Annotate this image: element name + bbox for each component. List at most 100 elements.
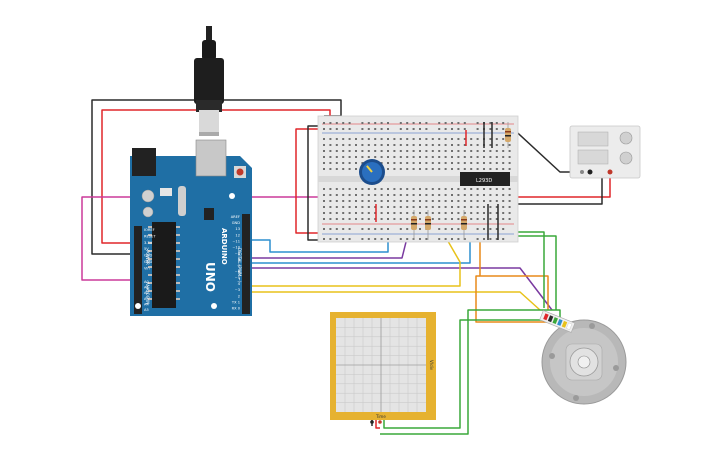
breadboard-hole[interactable] — [399, 122, 402, 124]
breadboard-hole[interactable] — [419, 228, 421, 230]
breadboard-hole[interactable] — [380, 218, 383, 220]
breadboard-hole[interactable] — [431, 156, 434, 158]
supply-knob-current[interactable] — [619, 151, 633, 165]
breadboard-hole[interactable] — [495, 122, 498, 124]
breadboard-hole[interactable] — [399, 156, 402, 158]
breadboard-hole[interactable] — [483, 228, 485, 230]
breadboard-hole[interactable] — [335, 228, 338, 230]
breadboard-hole[interactable] — [348, 188, 351, 190]
breadboard-hole[interactable] — [457, 218, 460, 220]
breadboard-hole[interactable] — [412, 206, 415, 208]
breadboard-hole[interactable] — [438, 218, 441, 220]
breadboard-hole[interactable] — [399, 218, 402, 220]
breadboard-hole[interactable] — [508, 194, 511, 196]
breadboard-hole[interactable] — [329, 168, 332, 170]
breadboard-hole[interactable] — [419, 194, 421, 196]
breadboard-hole[interactable] — [470, 188, 473, 190]
breadboard-hole[interactable] — [342, 156, 345, 158]
breadboard-hole[interactable] — [387, 156, 389, 158]
breadboard-hole[interactable] — [335, 128, 338, 130]
wire-red-bb[interactable] — [295, 128, 324, 234]
breadboard-hole[interactable] — [463, 162, 466, 164]
breadboard-hole[interactable] — [380, 212, 383, 214]
breadboard-hole[interactable] — [323, 218, 325, 220]
breadboard-hole[interactable] — [374, 206, 377, 208]
breadboard-hole[interactable] — [323, 212, 325, 214]
breadboard-hole[interactable] — [393, 150, 396, 152]
breadboard-hole[interactable] — [489, 200, 492, 202]
breadboard-hole[interactable] — [425, 138, 428, 140]
breadboard-hole[interactable] — [508, 156, 511, 158]
breadboard-hole[interactable] — [380, 200, 383, 202]
breadboard-hole[interactable] — [419, 150, 421, 152]
breadboard-hole[interactable] — [406, 138, 409, 140]
breadboard-hole[interactable] — [406, 144, 409, 146]
breadboard-hole[interactable] — [329, 162, 332, 164]
breadboard-hole[interactable] — [431, 194, 434, 196]
breadboard-hole[interactable] — [399, 206, 402, 208]
breadboard-hole[interactable] — [425, 144, 428, 146]
breadboard-hole[interactable] — [348, 238, 351, 240]
breadboard-hole[interactable] — [329, 150, 332, 152]
wire-black-bb[interactable] — [307, 125, 324, 241]
breadboard-hole[interactable] — [412, 162, 415, 164]
breadboard-hole[interactable] — [348, 156, 351, 158]
breadboard-hole[interactable] — [361, 188, 364, 190]
supply-terminal-positive[interactable] — [607, 169, 613, 175]
breadboard-hole[interactable] — [412, 150, 415, 152]
breadboard-hole[interactable] — [323, 206, 325, 208]
breadboard-hole[interactable] — [483, 188, 485, 190]
breadboard-hole[interactable] — [323, 138, 325, 140]
breadboard-hole[interactable] — [329, 138, 332, 140]
breadboard-hole[interactable] — [489, 238, 492, 240]
breadboard-hole[interactable] — [508, 206, 511, 208]
breadboard-hole[interactable] — [483, 206, 485, 208]
breadboard-hole[interactable] — [470, 206, 473, 208]
breadboard-hole[interactable] — [463, 156, 466, 158]
breadboard-hole[interactable] — [476, 168, 479, 170]
breadboard-hole[interactable] — [483, 212, 485, 214]
breadboard-hole[interactable] — [323, 238, 325, 240]
breadboard-hole[interactable] — [367, 128, 370, 130]
breadboard-hole[interactable] — [508, 144, 511, 146]
breadboard-hole[interactable] — [495, 138, 498, 140]
breadboard-hole[interactable] — [431, 168, 434, 170]
breadboard-hole[interactable] — [483, 238, 485, 240]
breadboard-hole[interactable] — [348, 206, 351, 208]
supply-terminal-negative[interactable] — [587, 169, 593, 175]
breadboard-hole[interactable] — [451, 150, 453, 152]
breadboard-hole[interactable] — [470, 168, 473, 170]
breadboard-hole[interactable] — [367, 218, 370, 220]
breadboard-hole[interactable] — [438, 156, 441, 158]
breadboard-hole[interactable] — [367, 188, 370, 190]
breadboard-hole[interactable] — [502, 228, 505, 230]
breadboard-hole[interactable] — [444, 122, 447, 124]
breadboard-hole[interactable] — [502, 200, 505, 202]
breadboard-hole[interactable] — [387, 228, 389, 230]
breadboard-hole[interactable] — [489, 168, 492, 170]
breadboard-hole[interactable] — [457, 238, 460, 240]
breadboard-hole[interactable] — [380, 228, 383, 230]
breadboard-hole[interactable] — [451, 156, 453, 158]
breadboard-hole[interactable] — [451, 168, 453, 170]
breadboard-hole[interactable] — [425, 156, 428, 158]
breadboard-hole[interactable] — [412, 188, 415, 190]
breadboard-hole[interactable] — [438, 168, 441, 170]
breadboard-hole[interactable] — [393, 206, 396, 208]
breadboard-hole[interactable] — [502, 168, 505, 170]
breadboard-hole[interactable] — [406, 162, 409, 164]
breadboard-hole[interactable] — [355, 138, 357, 140]
breadboard-hole[interactable] — [412, 138, 415, 140]
breadboard-hole[interactable] — [425, 194, 428, 196]
breadboard-hole[interactable] — [451, 200, 453, 202]
breadboard-hole[interactable] — [335, 188, 338, 190]
breadboard-hole[interactable] — [457, 122, 460, 124]
breadboard-hole[interactable] — [335, 156, 338, 158]
breadboard-hole[interactable] — [374, 238, 377, 240]
breadboard-hole[interactable] — [438, 206, 441, 208]
breadboard-hole[interactable] — [502, 156, 505, 158]
breadboard-hole[interactable] — [380, 128, 383, 130]
breadboard-hole[interactable] — [361, 238, 364, 240]
breadboard-hole[interactable] — [348, 200, 351, 202]
breadboard-hole[interactable] — [323, 188, 325, 190]
